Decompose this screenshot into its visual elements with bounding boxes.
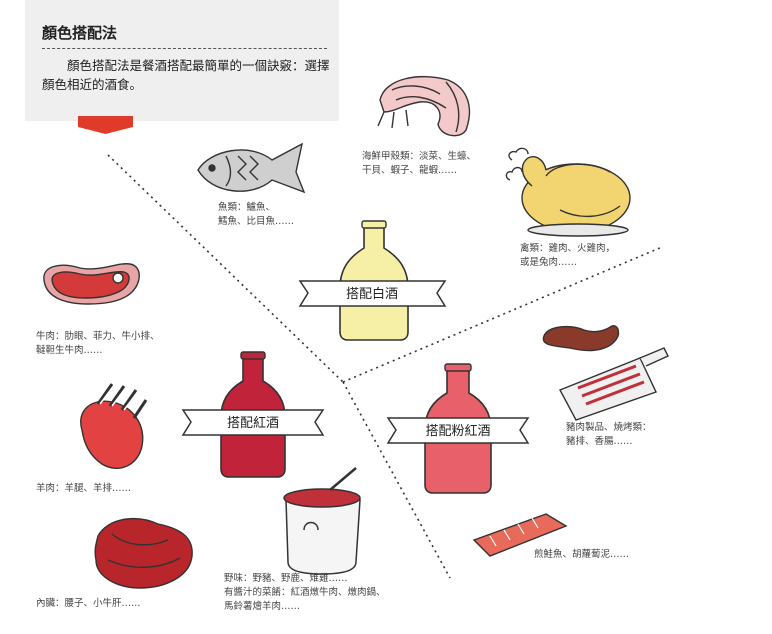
salmon-caption: 煎鮭魚、胡蘿蔔泥…… xyxy=(534,549,630,560)
fish-caption: 魚類：鱸魚、 鱈魚、比目魚…… xyxy=(218,202,295,227)
ribbon-red: 搭配紅酒 xyxy=(181,409,325,436)
header-description: 顏色搭配法是餐酒搭配最簡單的一個訣竅：選擇顏色相近的酒食。 xyxy=(42,58,330,92)
steak-icon xyxy=(43,263,140,305)
fish-icon xyxy=(197,142,306,194)
stew-pot-icon xyxy=(283,467,361,575)
salmon-icon xyxy=(472,513,568,557)
ribbon-white: 搭配白酒 xyxy=(298,280,447,307)
game-caption: 野味：野豬、野鹿、雉雞…… 有醬汁的菜餚：紅酒燉牛肉、燉肉鍋、 馬鈴薯燴羊肉…… xyxy=(224,573,386,612)
header-tab-marker xyxy=(78,116,133,134)
poultry-caption: 禽類：雞肉、火雞肉， 或是兔肉…… xyxy=(520,243,616,268)
lamb-rack-icon xyxy=(80,383,148,469)
offal-caption: 內臟：腰子、小牛肝…… xyxy=(36,598,141,609)
ribbon-rose: 搭配粉紅酒 xyxy=(386,417,530,444)
pork-caption: 豬肉製品、燒烤類： 豬排、香腸…… xyxy=(566,422,652,447)
bbq-board-icon xyxy=(559,347,669,421)
header-box xyxy=(25,0,339,121)
lamb-caption: 羊肉：羊腿、羊排…… xyxy=(36,483,132,494)
white-wine-label: 搭配白酒 xyxy=(346,286,398,302)
sausage-icon xyxy=(542,325,620,352)
offal-icon xyxy=(94,517,193,589)
roast-chicken-icon xyxy=(505,147,631,237)
beef-caption: 牛肉：肋眼、菲力、牛小排、 韃靼生牛肉…… xyxy=(36,331,160,356)
shrimp-icon xyxy=(377,75,471,137)
title-divider xyxy=(42,48,327,49)
page-title: 顏色搭配法 xyxy=(42,24,118,42)
red-wine-label: 搭配紅酒 xyxy=(227,415,279,431)
rose-wine-label: 搭配粉紅酒 xyxy=(425,423,490,439)
seafood-caption: 海鮮甲殼類：淡菜、生蠔、 干貝、蝦子、龍蝦…… xyxy=(362,151,477,176)
dotted-dividers xyxy=(107,154,663,579)
